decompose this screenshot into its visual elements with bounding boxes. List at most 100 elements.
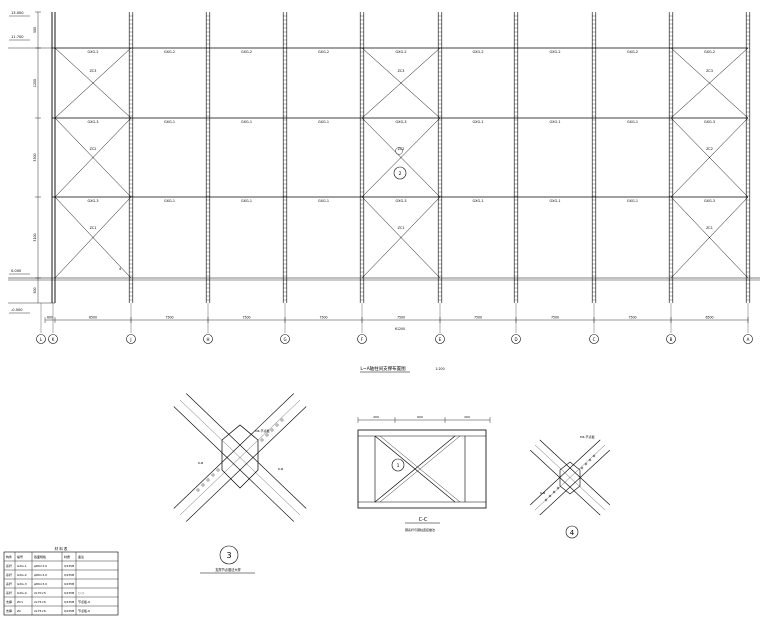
dim-value: 1200 [33,79,37,87]
cc-diagonal-2 [379,435,461,503]
weld-note: 6-Ⅲ [198,461,203,465]
table-cell: 系杆 [6,572,12,577]
brace-member [530,439,601,506]
axis-label: G [283,337,286,342]
cc-ref-bubble [391,458,405,472]
table-header-cell: 编号 [17,554,23,559]
brace-label: ZC1 [398,226,405,230]
beam-label: GXG-2 [550,50,561,54]
level-label: 13.000 [11,11,24,15]
brace-diagonal [361,47,441,119]
gusset-plate [221,424,259,489]
dim-value: 3300 [33,153,37,161]
table-title: 材 料 表 [55,546,68,551]
beam-label: GXG-1 [627,199,638,203]
table-header-cell: 材质 [64,554,70,559]
brace-diagonal [670,117,749,198]
brace-diagonal [361,117,441,198]
axis-bubble [203,334,213,344]
brace-member [173,393,294,509]
brace-label: ZC2 [706,147,713,151]
cc-dim: 200 [373,415,379,419]
brace-diagonal [670,47,749,119]
axis-label: D [514,337,517,342]
beam-label: GXG-1 [164,120,175,124]
beam-label: GXG-3 [396,120,407,124]
node-mark: 4 [119,267,122,271]
table-cell: φ89×3.0 [34,582,47,586]
level-label: 0.000 [11,269,22,273]
axis-bubble [666,334,676,344]
table-cell: Q235B [64,573,74,577]
table-cell: Q235B [64,609,74,613]
level-label: 11.700 [11,35,24,39]
table-cell: 节点板-6 [78,599,90,604]
table-header-cell: 构件 [6,554,12,559]
bolt [592,454,596,458]
brace-label: ZC2 [90,147,97,151]
bolt [265,433,269,437]
table-cell: 支撑 [6,599,12,604]
bolt [275,423,279,427]
table-cell: ZC [17,609,21,613]
axis-label: E [439,337,442,342]
bolt [280,418,284,422]
brace-bay-0 [54,47,132,279]
cc-caption: 钢系杆与钢柱连接做法 [405,527,435,532]
brace-label: ZC2 [398,147,405,151]
detail-3-bubble [219,545,239,565]
detail-3-caption: 支撑节点做法大样 [215,567,241,572]
axis-label: B [670,337,673,342]
bay-dimension: 7500 [628,316,636,320]
axis-label: F [361,337,364,342]
brace-diagonal [54,47,132,119]
bolt [588,458,592,462]
axis-label: L [40,337,43,342]
axis-bubble [36,334,46,344]
table-cell: 支撑 [6,608,12,613]
bolt [544,498,548,502]
table-cell: Q235B [64,564,74,568]
column-D [513,12,519,303]
bolt [201,483,205,487]
beam-label: GXG-3 [88,199,99,203]
table-frame [3,551,119,616]
beam-label: GXG-1 [627,120,638,124]
axis-label: K [52,337,55,342]
bay-dimension: 7500 [474,316,482,320]
dim-value: 500 [33,287,37,293]
brace-member-center [179,399,301,516]
beam-label: GXG-1 [164,199,175,203]
table-cell: GXG-1 [17,564,27,568]
bolt [580,466,584,470]
table-cell: 系杆 [6,590,12,595]
column-J [128,12,134,303]
brace-member [186,393,307,509]
beam-label: GXG-1 [473,199,484,203]
detail-3-number: 3 [226,551,231,560]
table-cell: 2L75×6 [34,600,46,604]
beam-label: GXG-3 [704,120,715,124]
axis-bubble [357,334,367,344]
brace-member [186,406,307,522]
brace-diagonal [361,196,441,279]
table-cell: 节点板-6 [78,608,90,613]
brace-label: ZC3 [398,69,405,73]
weld-note: M4-节点板 [255,428,270,433]
title-text: L~A轴柱间支撑布置图 [360,365,406,372]
cc-frame [357,429,487,509]
beam-label: GXG-1 [318,120,329,124]
cc-ref-number: 1 [397,463,400,469]
axis-bubble [126,334,136,344]
brace-label: ZC3 [90,69,97,73]
total-dimension: 61200 [395,327,405,331]
detail-ref-number: 2 [399,171,402,177]
brace-label: ZC3 [706,69,713,73]
bay-dimension: 7500 [242,316,250,320]
axis-bubble [280,334,290,344]
bolt [260,438,264,442]
detail-ref-small [395,147,403,155]
table-header-cell: 截面规格 [34,554,46,559]
